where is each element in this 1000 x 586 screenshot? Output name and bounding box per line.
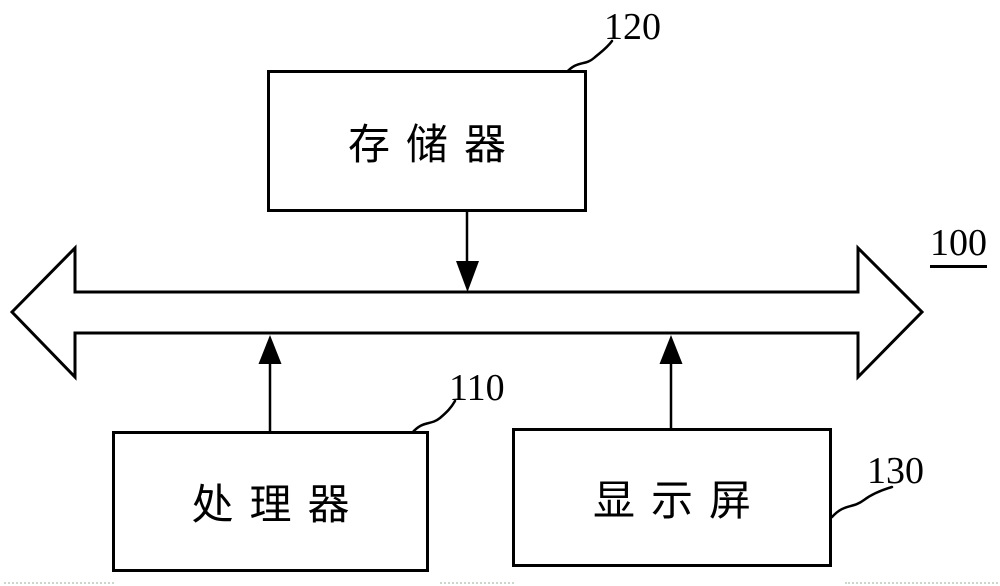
leader-130	[830, 485, 894, 519]
memory-block-label: 存储器	[347, 122, 522, 169]
leader-120	[564, 39, 614, 75]
display-bus-arrowhead-icon	[659, 335, 683, 364]
scan-artifact	[4, 582, 114, 584]
leader-110	[410, 399, 457, 435]
scan-artifact	[440, 582, 514, 584]
display-block-label: 显示屏	[592, 479, 767, 525]
processor-block-label: 处理器	[191, 483, 366, 529]
bus-double-arrow	[9, 244, 925, 381]
ref-numeral-memory: 120	[604, 6, 661, 48]
memory-bus-arrowhead-icon	[456, 261, 479, 292]
display-block: 显示屏	[512, 428, 832, 567]
ref-numeral-processor: 110	[449, 367, 505, 409]
processor-bus-arrowhead-icon	[258, 335, 282, 364]
scan-artifact	[845, 582, 998, 584]
ref-numeral-display: 130	[867, 450, 924, 492]
processor-block: 处理器	[112, 431, 429, 572]
memory-block: 存储器	[267, 70, 587, 212]
ref-numeral-system: 100	[930, 224, 987, 268]
